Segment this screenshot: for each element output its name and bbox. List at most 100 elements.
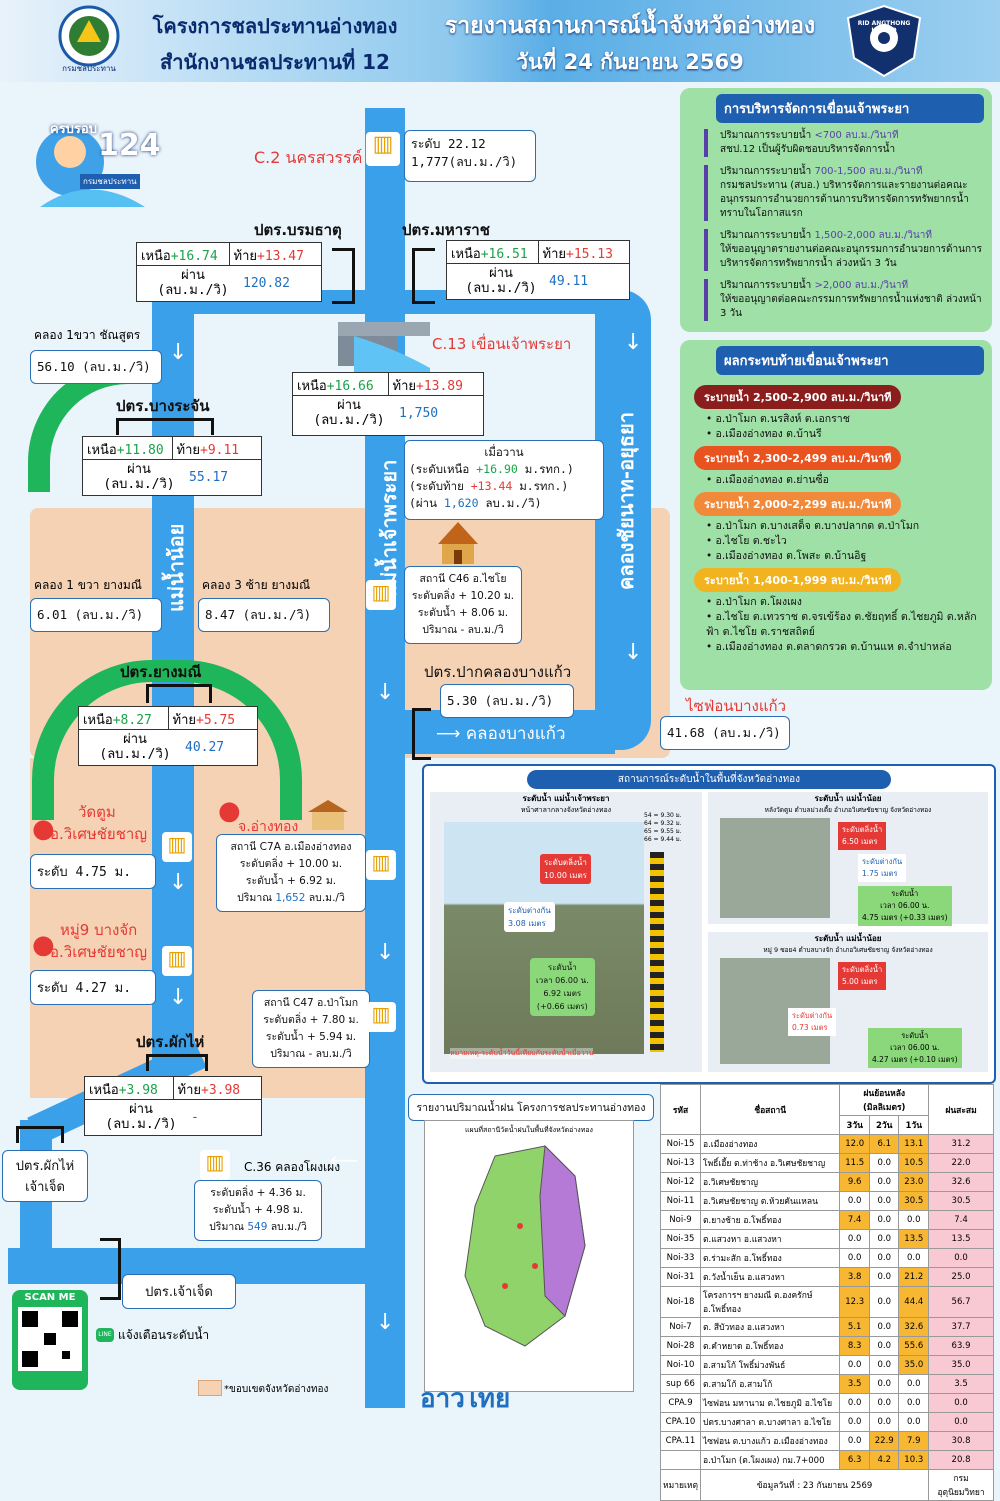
table-cell: 0.0 (898, 1412, 930, 1432)
org-name: โครงการชลประทานอ่างทอง (152, 14, 398, 38)
arrow-down-icon: ↓ (169, 340, 188, 365)
c13-label: C.13 เขื่อนเจ้าพระยา (432, 335, 572, 353)
rain-map-title: รายงานปริมาณน้ำฝน โครงการชลประทานอ่างทอง (408, 1094, 654, 1121)
table-cell: 20.8 (928, 1450, 994, 1470)
gate-bracket (412, 248, 435, 304)
canal1-name: คลอง 1 ขวา ยางมณี (34, 578, 142, 592)
table-cell: 35.0 (898, 1355, 930, 1375)
qr-code-icon[interactable]: SCAN ME (12, 1290, 88, 1390)
impact-panel-items: ระบายน้ำ 2,500-2,900 ลบ.ม./วินาที• อ.ป่า… (680, 381, 992, 655)
impact-area-item: • อ.ไชโย ต.ชะไว (706, 535, 787, 547)
gate-chaojet: ปตร.เจ้าเจ็ด (122, 1274, 236, 1309)
impact-panel: ผลกระทบท้ายเขื่อนเจ้าพระยา ระบายน้ำ 2,50… (680, 340, 992, 690)
table-cell: ต.สามโก้ อ.สามโก้ (699, 1374, 841, 1394)
gate-bangrachan-name: ปตร.บางระจัน (116, 397, 210, 415)
org-office: สำนักงานชลประทานที่ 12 (160, 50, 390, 74)
arrow-down-icon: ↓ (624, 330, 643, 355)
temple-icon (428, 520, 488, 568)
moo9-name: หมู่9 บางจัก (60, 921, 138, 939)
line-alert-label: แจ้งเตือนระดับน้ำ (118, 1328, 210, 1342)
bangkaew-canal-label: ⟶ คลองบางแก้ว (436, 724, 566, 744)
table-cell: 37.7 (928, 1317, 994, 1337)
arrow-down-icon: ↓ (169, 985, 188, 1010)
table-cell: 12.3 (839, 1286, 870, 1318)
table-cell: 0.0 (928, 1412, 994, 1432)
gate-yangmani-name: ปตร.ยางมณี (120, 663, 202, 681)
wattoom-district: อ.วิเศษชัยชาญ (50, 825, 148, 843)
photo-right-2: ระดับน้ำ แม่น้ำน้อย หมู่ 9 ซอย4 ตำบลบางจ… (708, 932, 988, 1072)
table-cell: 0.0 (868, 1317, 900, 1337)
c47-box: สถานี C47 อ.ป่าโมกระดับตลิ่ง + 7.80 ม.ระ… (252, 990, 370, 1068)
dam-icon (334, 318, 434, 372)
arrow-down-icon: ↓ (624, 640, 643, 665)
boundary-label: *ขอบเขตจังหวัดอ่างทอง (224, 1384, 329, 1395)
water-gauge-icon: ▥ (366, 580, 396, 610)
table-cell: 0.0 (868, 1153, 900, 1173)
dam-panel-items: ปริมาณการระบายน้ำ <700 ลบ.ม./วินาที สชป.… (680, 129, 992, 321)
dam-rule-item: ปริมาณการระบายน้ำ 1,500-2,000 ลบ.ม./วินา… (704, 229, 984, 271)
c2-flow: 1,777(ลบ.ม./วิ) (411, 154, 518, 169)
location-pin-icon: ● (218, 796, 241, 826)
water-gauge-icon: ▥ (366, 132, 400, 166)
rain-table: รหัสชื่อสถานีฝนย้อนหลัง (มิลลิเมตร)ฝนสะส… (660, 1084, 994, 1501)
table-cell: ต.แสวงหา อ.แสวงหา (699, 1229, 841, 1249)
table-cell: 0.0 (839, 1248, 870, 1268)
c2-box: ระดับ 22.12 1,777(ลบ.ม./วิ) (404, 130, 536, 182)
table-cell: 8.3 (839, 1336, 870, 1356)
table-cell: 13.5 (898, 1229, 930, 1249)
table-cell: CPA.11 (660, 1431, 701, 1451)
water-gauge-icon: ▥ (162, 946, 192, 976)
impact-area-item: • อ.ป่าโมก ต.โผงเผง (706, 596, 802, 608)
table-cell: 0.0 (868, 1374, 900, 1394)
table-cell: 3.5 (839, 1374, 870, 1394)
scan-label: SCAN ME (24, 1292, 76, 1303)
table-cell: ไซฟอน ต.บางแก้ว อ.เมืองอ่างทอง (699, 1431, 841, 1451)
dam-rule-item: ปริมาณการระบายน้ำ <700 ลบ.ม./วินาที สชป.… (704, 129, 984, 157)
table-cell: CPA.9 (660, 1393, 701, 1413)
moo9-level: ระดับ 4.27 ม. (30, 970, 156, 1005)
badge-number: 124 (98, 128, 161, 163)
table-cell: อ.วิเศษชัยชาญ ต.ห้วยคันแหลน (699, 1191, 841, 1211)
table-cell: 31.2 (928, 1134, 994, 1154)
dam-rule-item: ปริมาณการระบายน้ำ >2,000 ลบ.ม./วินาที ให… (704, 279, 984, 321)
header-bar (0, 0, 1000, 82)
table-cell: 7.4 (839, 1210, 870, 1230)
boundary-swatch (198, 1380, 222, 1396)
table-cell: sup 66 (660, 1374, 701, 1394)
table-cell: 25.0 (928, 1267, 994, 1287)
table-cell: 0.0 (928, 1393, 994, 1413)
table-cell: อ.สามโก้ โพธิ์ม่วงพันธ์ (699, 1355, 841, 1375)
table-cell: 5.1 (839, 1317, 870, 1337)
table-cell: อ.วิเศษชัยชาญ (699, 1172, 841, 1192)
water-gauge-icon: ▥ (200, 1150, 230, 1180)
photo-left: ระดับน้ำ แม่น้ำเจ้าพระยา หน้าศาลากลางจัง… (430, 792, 702, 1072)
yesterday-box: เมื่อวาน (ระดับเหนือ +16.90 ม.รทก.) (ระด… (404, 440, 604, 520)
table-cell: Noi-31 (660, 1267, 701, 1287)
table-cell: 11.5 (839, 1153, 870, 1173)
line-icon: LINE (96, 1328, 114, 1342)
table-cell: 13.5 (928, 1229, 994, 1249)
table-cell: 30.8 (928, 1431, 994, 1451)
table-cell: 22.9 (868, 1431, 900, 1451)
gate-bracket (146, 684, 212, 703)
table-cell: Noi-9 (660, 1210, 701, 1230)
legend-item: 54 = 9.30 ม. (644, 812, 682, 819)
table-cell: ต.ยางช้าย อ.โพธิ์ทอง (699, 1210, 841, 1230)
canal-chansut-name: คลอง 1ขวา ชัณสูตร (34, 328, 141, 342)
table-cell: 10.3 (898, 1450, 930, 1470)
chainat-label: คลองชัยนาท-อยุธยา (610, 412, 638, 622)
report-title: รายงานสถานการณ์น้ำจังหวัดอ่างทอง (444, 13, 816, 39)
wattoom-name: วัดตูม (78, 803, 116, 821)
table-cell: ต. สีบัวทอง อ.แสวงหา (699, 1317, 841, 1337)
arrow-down-icon: ↓ (169, 870, 188, 895)
table-cell: อ.เมืองอ่างทอง (699, 1134, 841, 1154)
table-cell: 0.0 (839, 1412, 870, 1432)
